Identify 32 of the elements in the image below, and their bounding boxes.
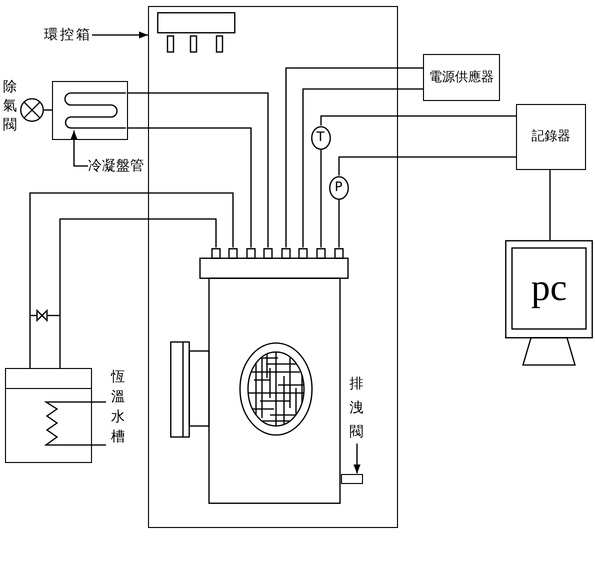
cable-line — [285, 67, 423, 248]
pressure-vessel — [170, 248, 348, 504]
pipe-line — [44, 109, 52, 111]
valve-label: 除氣閥 — [3, 78, 17, 135]
leader-arrow — [70, 130, 88, 167]
computer-monitor — [505, 240, 593, 366]
drain-valve-label: 排洩閥 — [350, 372, 364, 444]
tank-label: 恆溫水槽 — [111, 368, 125, 447]
gauge-circle: P — [328, 176, 348, 200]
pipe-line — [29, 192, 234, 368]
signal-line — [549, 170, 551, 240]
condenser-box — [52, 81, 128, 140]
coil-label: 冷凝盤管 — [88, 157, 144, 175]
drain-valve — [340, 474, 362, 484]
chamber-frame — [148, 6, 398, 528]
pipe-line — [338, 200, 340, 248]
gauge-circle: T — [310, 126, 330, 150]
recorder-box: 記錄器 — [516, 104, 586, 170]
signal-line — [338, 156, 516, 176]
valve-symbol — [20, 98, 44, 122]
signal-line — [320, 115, 516, 126]
leader-arrow — [92, 32, 148, 38]
cable-line — [302, 88, 423, 248]
pipe-line — [128, 92, 269, 248]
pipe-line — [59, 218, 217, 368]
screen-text: pc — [531, 269, 567, 307]
water-tank — [5, 368, 92, 463]
power-supply-box: 電源供應器 — [423, 54, 500, 101]
chamber-label: 環控箱 — [44, 26, 92, 44]
pipe-line — [320, 150, 322, 248]
pipe-line — [128, 127, 252, 248]
leader-arrow — [354, 444, 360, 474]
